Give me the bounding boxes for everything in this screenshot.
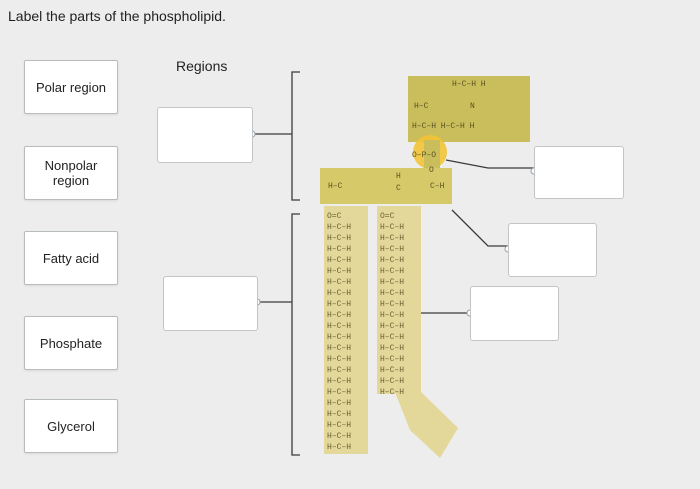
chain-cap: O=C [380, 212, 395, 221]
chain-unit: H–C–H [327, 333, 351, 342]
drop-zone-glycerol[interactable] [508, 223, 597, 277]
tail-right-atoms: O=C H–C–H H–C–H H–C–H H–C–H H–C–H H–C–H H–C–H H–… [380, 212, 404, 397]
glycerol-atom-row-1: H–C [328, 182, 343, 191]
label-glycerol[interactable]: Glycerol [24, 399, 118, 453]
tail-left-atoms: O=C H–C–H H–C–H H–C–H H–C–H H–C–H H–C–H H–C–H H–… [327, 212, 351, 452]
glycerol-hydrogen: H [396, 172, 401, 181]
chain-unit: H–C–H [327, 388, 351, 397]
glycerol-block [320, 168, 452, 204]
drop-zone-fatty-acid[interactable] [470, 286, 559, 341]
chain-unit: H–C–H [380, 355, 404, 364]
fatty-acid-tail-kink [395, 392, 458, 458]
phosphate-group: O–P–O [412, 151, 436, 160]
chain-unit: H–C–H [327, 245, 351, 254]
chain-unit: H–C–H [327, 432, 351, 441]
chain-unit: H–C–H [327, 399, 351, 408]
chain-unit: H–C–H [327, 355, 351, 364]
chain-unit: H–C–H [327, 443, 351, 452]
leader-lines [421, 159, 534, 314]
drop-zone-phosphate[interactable] [534, 146, 624, 199]
label-nonpolar-region[interactable]: Nonpolar region [24, 146, 118, 200]
glycerol-oxygen: O [429, 166, 434, 175]
glycerol-carbon: C [396, 184, 401, 193]
chain-unit: H–C–H [327, 377, 351, 386]
drop-zone-nonpolar-bracket[interactable] [163, 276, 258, 331]
chain-unit: H–C–H [380, 366, 404, 375]
leader-line-phosphate [445, 159, 534, 169]
regions-heading: Regions [176, 58, 228, 74]
chain-unit: H–C–H [327, 300, 351, 309]
chain-unit: H–C–H [380, 322, 404, 331]
chain-unit: H–C–H [380, 278, 404, 287]
chain-unit: H–C–H [327, 267, 351, 276]
chain-unit: H–C–H [327, 322, 351, 331]
fatty-acid-tail-right [377, 206, 421, 394]
fatty-acid-tail-left [324, 206, 368, 454]
chain-unit: H–C–H [380, 311, 404, 320]
drop-zone-polar-bracket[interactable] [157, 107, 253, 163]
chain-unit: H–C–H [380, 267, 404, 276]
chain-unit: H–C–H [380, 388, 404, 397]
chain-unit: H–C–H [327, 234, 351, 243]
label-phosphate[interactable]: Phosphate [24, 316, 118, 370]
chain-unit: H–C–H [327, 223, 351, 232]
leader-line-glycerol [451, 209, 508, 247]
glycerol-atom-row-2: C–H [430, 182, 445, 191]
polar-region-bracket [291, 71, 300, 201]
chain-unit: H–C–H [327, 256, 351, 265]
chain-unit: H–C–H [380, 223, 404, 232]
label-polar-region[interactable]: Polar region [24, 60, 118, 114]
chain-unit: H–C–H [327, 410, 351, 419]
chain-unit: H–C–H [327, 289, 351, 298]
question-prompt: Label the parts of the phospholipid. [8, 8, 226, 24]
head-group-block [408, 76, 530, 142]
chain-unit: H–C–H [380, 289, 404, 298]
chain-unit: H–C–H [327, 311, 351, 320]
head-atom-row-3: H–C–H H–C–H H [412, 122, 475, 131]
region-brackets [252, 71, 300, 456]
head-nitrogen: N [470, 102, 475, 111]
nonpolar-region-bracket [291, 213, 300, 456]
chain-unit: H–C–H [327, 278, 351, 287]
chain-unit: H–C–H [380, 245, 404, 254]
head-stem [424, 140, 440, 170]
chain-cap: O=C [327, 212, 342, 221]
head-atom-row-2: H–C [414, 102, 429, 111]
chain-unit: H–C–H [327, 344, 351, 353]
chain-unit: H–C–H [327, 366, 351, 375]
chain-unit: H–C–H [327, 421, 351, 430]
chain-unit: H–C–H [380, 333, 404, 342]
chain-unit: H–C–H [380, 234, 404, 243]
chain-unit: H–C–H [380, 256, 404, 265]
chain-unit: H–C–H [380, 344, 404, 353]
head-atom-row-1: H–C–H H [452, 80, 486, 89]
label-fatty-acid[interactable]: Fatty acid [24, 231, 118, 285]
chain-unit: H–C–H [380, 300, 404, 309]
chain-unit: H–C–H [380, 377, 404, 386]
